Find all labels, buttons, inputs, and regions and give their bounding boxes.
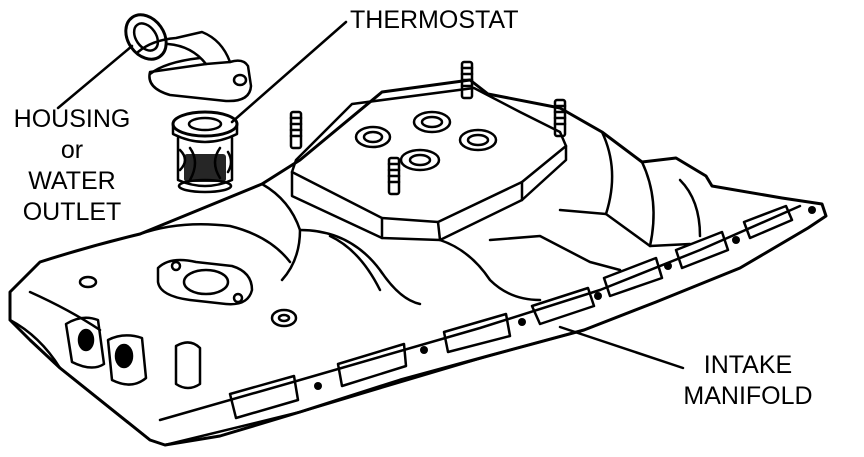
label-intake-manifold: INTAKE MANIFOLD <box>668 350 828 412</box>
water-outlet-housing <box>124 13 253 103</box>
intake-port-5 <box>602 256 664 298</box>
thermostat <box>171 110 239 194</box>
intake-port-flange <box>158 204 816 447</box>
carburetor-pad <box>290 86 568 224</box>
carb-bore-4 <box>399 148 441 172</box>
intake-port-2 <box>336 342 408 388</box>
intake-port-1 <box>228 374 300 420</box>
carb-bore-1 <box>354 125 392 149</box>
label-intake-line-1: INTAKE <box>703 351 793 379</box>
carb-bore-2 <box>412 110 452 134</box>
leader-lines <box>56 20 685 370</box>
intake-port-4 <box>530 286 596 326</box>
intake-port-6 <box>674 230 730 270</box>
intake-port-3 <box>442 312 512 354</box>
label-housing-line-3: WATER <box>28 167 116 195</box>
carb-bore-3 <box>458 128 498 152</box>
leader-line-thermostat <box>230 20 348 124</box>
thermostat-mount-pad <box>156 258 254 306</box>
label-housing-water-outlet: HOUSING or WATER OUTLET <box>2 104 142 228</box>
label-housing-line-2: or <box>60 136 84 164</box>
carb-studs <box>289 60 567 196</box>
label-housing-line-1: HOUSING <box>13 105 131 133</box>
label-intake-line-2: MANIFOLD <box>683 382 813 410</box>
intake-port-7 <box>742 204 794 240</box>
leader-line-housing <box>56 44 134 110</box>
label-thermostat: THERMOSTAT <box>350 6 519 34</box>
leader-line-intake <box>558 325 685 370</box>
label-housing-line-4: OUTLET <box>22 198 122 226</box>
intake-manifold <box>8 60 828 447</box>
